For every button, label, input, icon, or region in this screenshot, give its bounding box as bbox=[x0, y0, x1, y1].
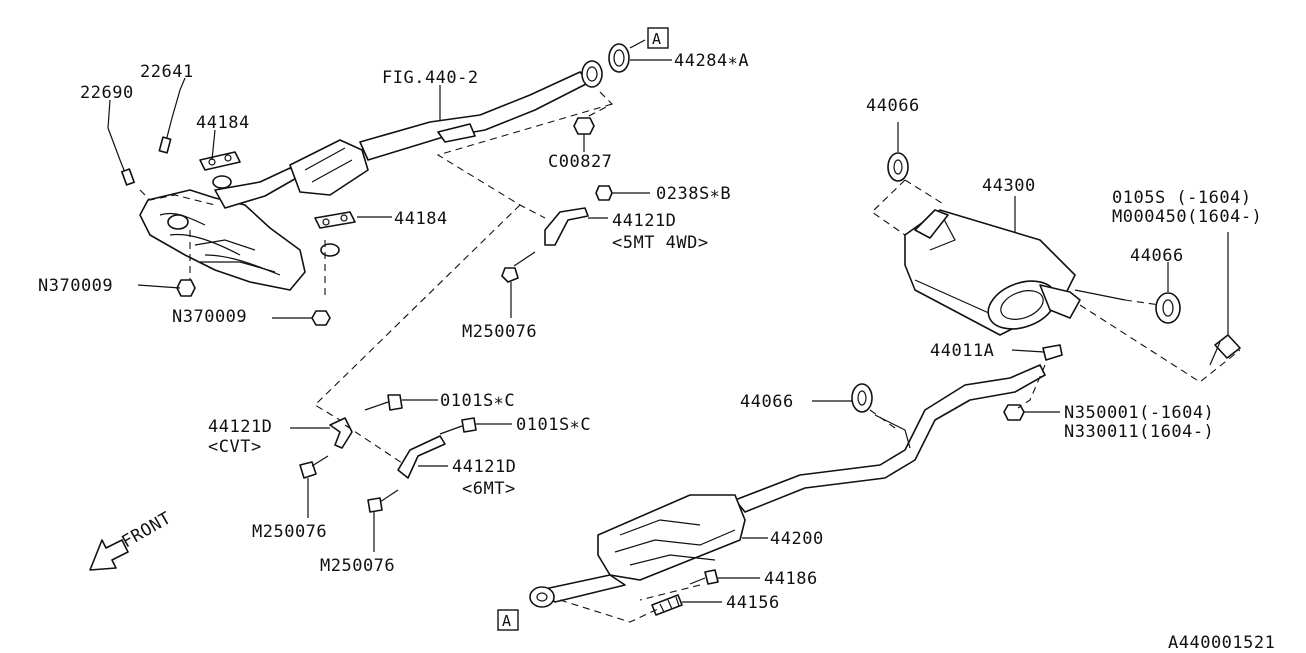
ref-a-bottom-label: A bbox=[502, 612, 511, 630]
ref-box-a-top: A bbox=[647, 27, 669, 49]
bolt-0101sc-b bbox=[439, 417, 477, 435]
label-44184-mid: 44184 bbox=[394, 209, 448, 229]
bolt-m250076-top bbox=[501, 251, 536, 283]
label-44121d-5mt: 44121D bbox=[612, 211, 676, 231]
label-0101sc-a: 0101S∗C bbox=[440, 391, 515, 411]
label-m000450: M000450(1604-) bbox=[1112, 207, 1262, 227]
label-44121d-6mt-note: <6MT> bbox=[462, 479, 516, 499]
diagram-id: A440001521 bbox=[1168, 633, 1275, 653]
exhaust-manifold-assembly bbox=[107, 60, 603, 326]
label-44200: 44200 bbox=[770, 529, 824, 549]
label-22690: 22690 bbox=[80, 83, 134, 103]
bracket-44011a bbox=[1042, 344, 1063, 361]
label-0238sb: 0238S∗B bbox=[656, 184, 731, 204]
hanger-rubber-44066-mid bbox=[851, 383, 873, 413]
ref-box-a-bottom: A bbox=[497, 609, 519, 631]
bolt-0101sc-a bbox=[364, 394, 403, 411]
dashed-assembly-lines bbox=[139, 91, 1241, 623]
label-44300: 44300 bbox=[982, 176, 1036, 196]
label-44121d-cvt: 44121D bbox=[208, 417, 272, 437]
label-44066-right: 44066 bbox=[1130, 246, 1184, 266]
bolt-0105s bbox=[1209, 334, 1241, 366]
bolt-m250076-bot bbox=[367, 489, 399, 513]
label-n370009-a: N370009 bbox=[38, 276, 113, 296]
hanger-rubber-44066-right bbox=[1155, 292, 1181, 324]
hanger-rubber-44066-top bbox=[887, 152, 909, 182]
label-44066-mid: 44066 bbox=[740, 392, 794, 412]
label-44156: 44156 bbox=[726, 593, 780, 613]
label-front: FRONT bbox=[119, 508, 175, 552]
label-44121d-5mt-note: <5MT 4WD> bbox=[612, 233, 709, 253]
bolt-44186 bbox=[689, 569, 719, 585]
label-44121d-6mt: 44121D bbox=[452, 457, 516, 477]
label-0101sc-b: 0101S∗C bbox=[516, 415, 591, 435]
bracket-44121d-5mt bbox=[544, 207, 589, 246]
label-n330011: N330011(1604-) bbox=[1064, 422, 1214, 442]
nut-c00827 bbox=[573, 117, 595, 135]
front-arrow-icon bbox=[89, 539, 129, 571]
bolt-m250076-mid bbox=[299, 455, 329, 479]
label-m250076-bot: M250076 bbox=[320, 556, 395, 576]
bracket-44121d-6mt bbox=[397, 435, 446, 479]
label-44284a: 44284∗A bbox=[674, 51, 749, 71]
center-pipe-44200 bbox=[529, 364, 1046, 608]
label-0105s: 0105S (-1604) bbox=[1112, 188, 1252, 208]
label-m250076-mid: M250076 bbox=[252, 522, 327, 542]
spring-bolt-44156 bbox=[651, 594, 683, 616]
label-22641: 22641 bbox=[140, 62, 194, 82]
nut-n350001 bbox=[1003, 404, 1025, 421]
bracket-44121d-cvt bbox=[329, 417, 353, 449]
label-fig-440-2: FIG.440-2 bbox=[382, 68, 479, 88]
ref-a-top-label: A bbox=[652, 30, 661, 48]
gasket-44284a bbox=[608, 43, 630, 73]
label-44186: 44186 bbox=[764, 569, 818, 589]
label-n370009-b: N370009 bbox=[172, 307, 247, 327]
rear-muffler-44300 bbox=[904, 209, 1126, 336]
label-44011a: 44011A bbox=[930, 341, 994, 361]
label-44066-top: 44066 bbox=[866, 96, 920, 116]
nut-0238sb bbox=[595, 185, 613, 201]
label-44121d-cvt-note: <CVT> bbox=[208, 437, 262, 457]
label-c00827: C00827 bbox=[548, 152, 612, 172]
label-m250076-top: M250076 bbox=[462, 322, 537, 342]
label-n350001: N350001(-1604) bbox=[1064, 403, 1214, 423]
label-44184-top: 44184 bbox=[196, 113, 250, 133]
leader-lines bbox=[107, 39, 1229, 603]
